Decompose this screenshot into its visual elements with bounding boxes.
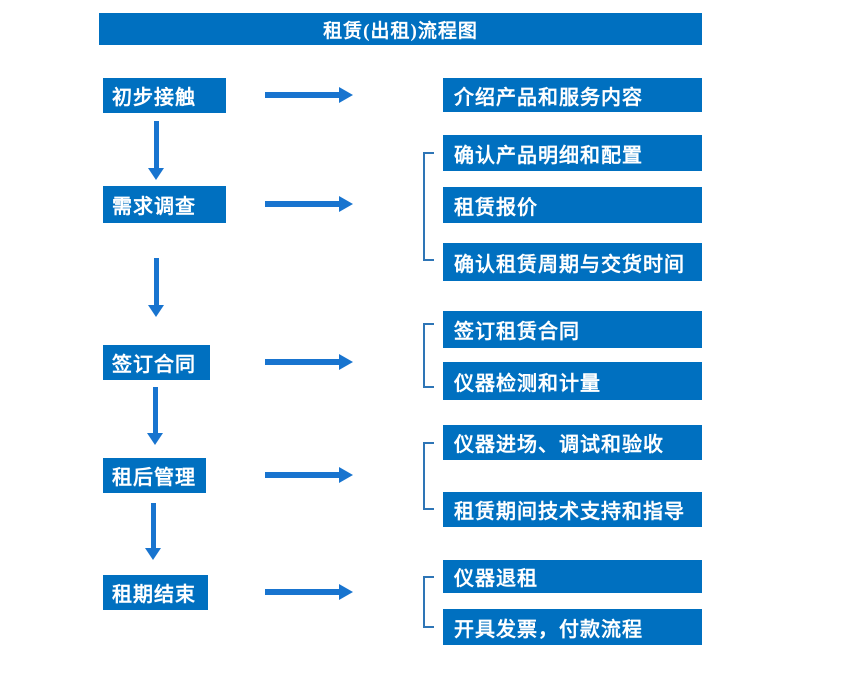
arrow-head-icon — [148, 168, 164, 180]
arrow-shaft — [265, 201, 339, 207]
arrow-shaft — [265, 472, 339, 478]
step-box-initial-contact: 初步接触 — [103, 78, 226, 113]
arrow-shaft — [152, 387, 158, 433]
arrow-shaft — [153, 121, 159, 168]
detail-box-instrument-inspection: 仪器检测和计量 — [443, 362, 702, 400]
step-box-sign-contract: 签订合同 — [103, 345, 210, 380]
arrow-shaft — [150, 503, 156, 548]
right-arrow-icon — [265, 467, 353, 483]
detail-box-confirm-product-config: 确认产品明细和配置 — [443, 135, 702, 171]
arrow-head-icon — [145, 548, 161, 560]
group-bracket-icon — [423, 323, 434, 388]
detail-box-invoice-payment: 开具发票，付款流程 — [443, 609, 702, 645]
arrow-head-icon — [339, 354, 353, 370]
right-arrow-icon — [265, 584, 353, 600]
arrow-head-icon — [339, 196, 353, 212]
detail-box-instrument-return: 仪器退租 — [443, 560, 702, 593]
group-bracket-icon — [423, 442, 434, 510]
flowchart-title: 租赁(出租)流程图 — [99, 13, 702, 45]
step-box-demand-survey: 需求调查 — [103, 186, 226, 223]
arrow-head-icon — [339, 87, 353, 103]
detail-box-sign-rental-contract: 签订租赁合同 — [443, 311, 702, 348]
right-arrow-icon — [265, 87, 353, 103]
detail-box-technical-support: 租赁期间技术支持和指导 — [443, 492, 702, 527]
arrow-shaft — [265, 589, 339, 595]
detail-box-confirm-period-delivery: 确认租赁周期与交货时间 — [443, 243, 702, 281]
detail-box-introduce-products: 介绍产品和服务内容 — [443, 78, 702, 112]
arrow-head-icon — [339, 467, 353, 483]
detail-box-rental-quote: 租赁报价 — [443, 187, 702, 223]
arrow-head-icon — [339, 584, 353, 600]
arrow-head-icon — [148, 305, 164, 317]
arrow-shaft — [265, 92, 339, 98]
right-arrow-icon — [265, 354, 353, 370]
right-arrow-icon — [265, 196, 353, 212]
group-bracket-icon — [423, 152, 434, 261]
detail-box-instrument-setup-acceptance: 仪器进场、调试和验收 — [443, 425, 702, 460]
step-box-post-rent-management: 租后管理 — [103, 458, 206, 493]
group-bracket-icon — [423, 576, 434, 628]
step-box-rent-end: 租期结束 — [103, 575, 208, 610]
arrow-shaft — [153, 258, 159, 305]
arrow-head-icon — [147, 433, 163, 445]
arrow-shaft — [265, 359, 339, 365]
